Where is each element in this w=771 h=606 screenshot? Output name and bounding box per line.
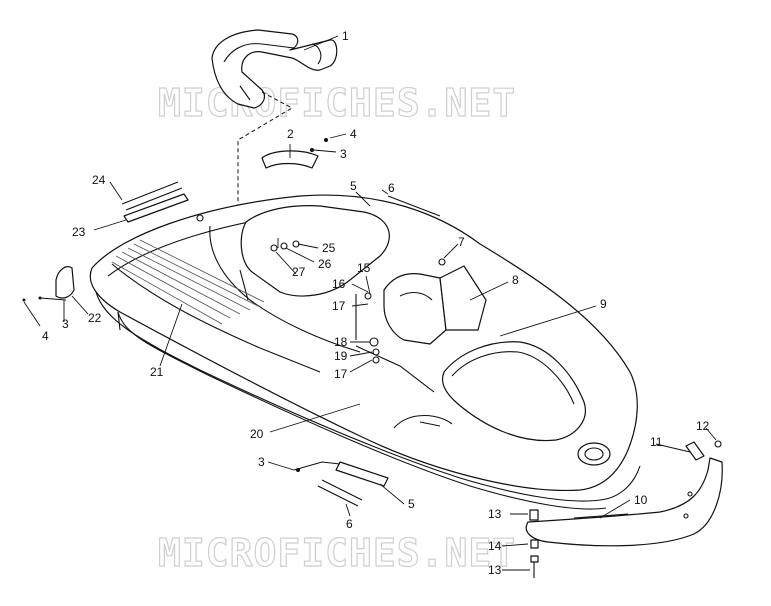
callout-14: 14	[488, 539, 502, 553]
callout-18: 18	[334, 335, 348, 349]
bumper-rail-part	[525, 440, 723, 547]
callout-5-top: 5	[350, 179, 357, 193]
callout-19: 19	[334, 349, 348, 363]
callout-3-bottom: 3	[258, 455, 265, 469]
callout-17-bottom: 17	[334, 367, 348, 381]
callout-8: 8	[512, 273, 519, 287]
callout-12: 12	[696, 419, 710, 433]
strip-part-24	[121, 181, 183, 211]
callout-6-top: 6	[388, 181, 395, 195]
watermark-bottom: MICROFICHES.NET	[158, 531, 516, 575]
callout-4-top: 4	[350, 127, 357, 141]
callout-2: 2	[287, 127, 294, 141]
callout-21: 21	[150, 365, 164, 379]
callout-13-bottom: 13	[488, 563, 502, 577]
callout-25: 25	[322, 241, 336, 255]
watermark-top: MICROFICHES.NET	[158, 81, 516, 125]
callout-labels: 1 2 3 4 5 6 7 8 9 10 11 12 13 14 13 15 1…	[42, 29, 710, 577]
callout-4-left: 4	[42, 329, 49, 343]
callout-11: 11	[650, 435, 663, 449]
leader-lines	[23, 35, 717, 571]
fasteners-13-14	[529, 509, 539, 578]
callout-20: 20	[250, 427, 264, 441]
strip-part-23	[123, 193, 189, 223]
callout-5-bottom: 5	[408, 497, 415, 511]
strip-part-5-bottom	[335, 461, 389, 487]
callout-10: 10	[634, 493, 648, 507]
callout-22: 22	[88, 311, 102, 325]
callout-1: 1	[342, 29, 349, 43]
callout-7: 7	[458, 235, 465, 249]
callout-3-top: 3	[340, 147, 347, 161]
fastener-bottom	[293, 461, 341, 471]
assembly-line-handle	[237, 91, 294, 229]
callout-17-top: 17	[332, 299, 346, 313]
callout-23: 23	[72, 225, 86, 239]
hull-body	[89, 194, 641, 510]
pad-part	[261, 150, 319, 169]
strip-part-6-bottom	[317, 479, 363, 507]
callout-9: 9	[600, 297, 607, 311]
callout-15: 15	[357, 261, 371, 275]
callout-16: 16	[332, 277, 346, 291]
callout-3-left: 3	[62, 317, 69, 331]
callout-26: 26	[318, 257, 332, 271]
fastener-dots	[22, 138, 328, 472]
callout-13-top: 13	[488, 507, 502, 521]
callout-6-bottom: 6	[346, 517, 353, 531]
callout-27: 27	[292, 265, 306, 279]
callout-24: 24	[92, 173, 106, 187]
cover-part-22	[55, 266, 75, 299]
